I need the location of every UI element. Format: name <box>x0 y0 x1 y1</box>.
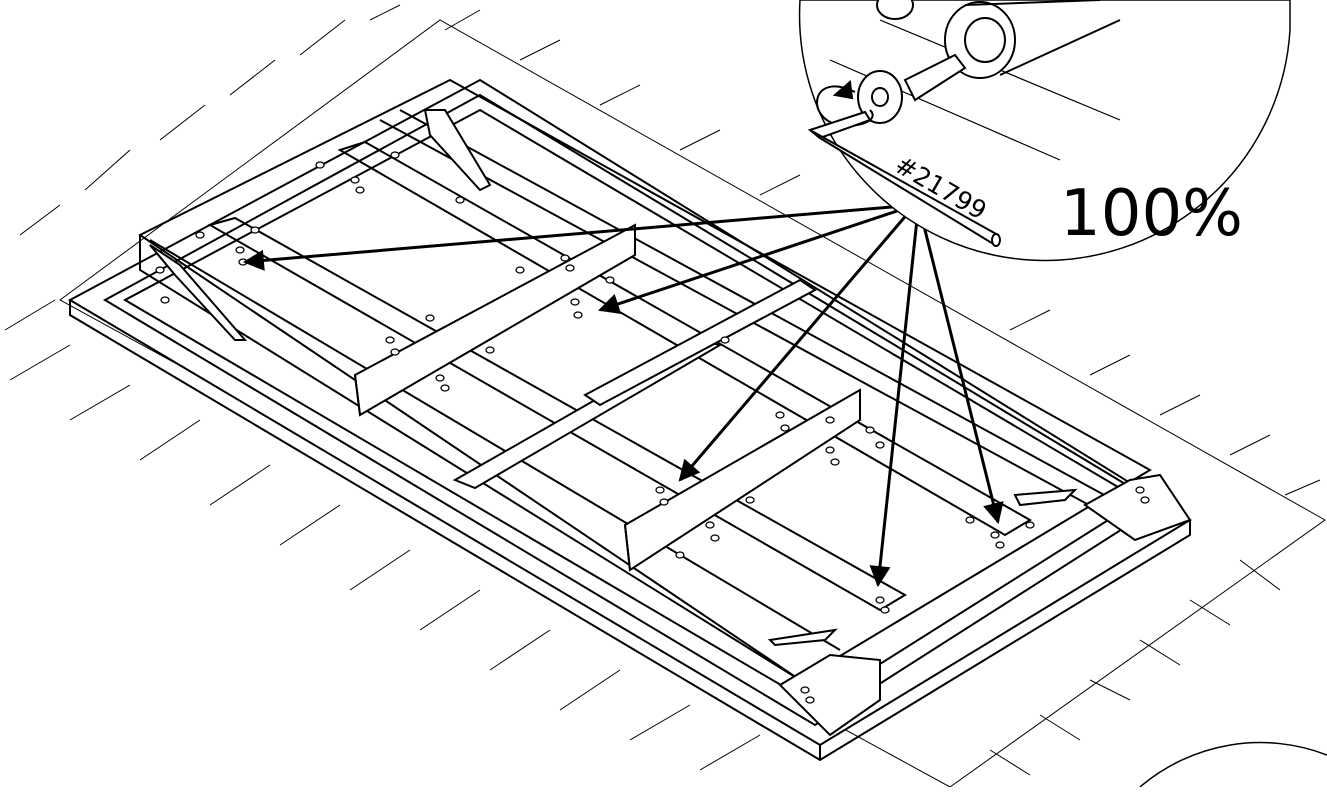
hatch-line <box>209 464 271 506</box>
hatch-line <box>1239 559 1281 591</box>
hatch-line <box>699 734 761 771</box>
screw-hole <box>745 496 755 504</box>
screw-hole <box>195 231 205 239</box>
hatch-line <box>19 204 61 236</box>
hatch-line <box>1159 394 1201 416</box>
floor-hatch-lines <box>4 4 1321 776</box>
hatch-line <box>679 129 721 151</box>
screw-hole <box>865 426 875 434</box>
hatch-line <box>1189 599 1231 626</box>
screw-hole <box>675 551 685 559</box>
next-detail-circle-edge <box>1139 741 1327 788</box>
hatch-line <box>229 59 276 96</box>
screw-hole <box>570 298 580 306</box>
screw-hole <box>385 336 395 344</box>
screw-hole <box>425 314 435 322</box>
screw-icon <box>857 53 967 124</box>
screw-hole <box>435 374 445 382</box>
screw-hole <box>800 686 810 694</box>
corner-brackets <box>149 109 1192 737</box>
hatch-line <box>279 504 341 546</box>
hatch-line <box>629 704 691 741</box>
allen-key-icon <box>807 110 1001 247</box>
screw-hole <box>875 441 885 449</box>
screw-holes <box>155 151 1150 704</box>
screw-hole <box>573 311 583 319</box>
screw-hole <box>965 516 975 524</box>
screw-hole <box>875 596 885 604</box>
screw-hole <box>390 151 400 159</box>
cross-bars <box>353 223 861 572</box>
hatch-line <box>139 419 201 461</box>
hatch-line <box>1139 639 1181 666</box>
screw-hole <box>390 348 400 356</box>
hatch-line <box>159 104 206 141</box>
screw-hole <box>995 541 1005 549</box>
screw-hole <box>605 276 615 284</box>
hatch-line <box>69 384 131 421</box>
screw-hole <box>1025 521 1035 529</box>
screw-hole <box>710 534 720 542</box>
screw-hole <box>440 384 450 392</box>
screw-hole <box>720 336 730 344</box>
hatch-line <box>1229 434 1271 456</box>
screw-hole <box>705 521 715 529</box>
hatch-line <box>989 749 1031 776</box>
hatch-line <box>84 149 131 191</box>
screw-hole <box>990 531 1000 539</box>
screw-hole <box>455 196 465 204</box>
hatch-line <box>444 9 481 31</box>
screw-hole <box>560 254 570 262</box>
barrel-nut-icon <box>876 0 1121 79</box>
hatch-line <box>759 174 801 196</box>
screw-hole <box>659 498 669 506</box>
hatch-line <box>9 344 71 381</box>
screw-hole <box>805 696 815 704</box>
hatch-line <box>1089 679 1131 701</box>
screw-hole <box>775 411 785 419</box>
hatch-line <box>519 39 561 61</box>
screw-hole <box>355 186 365 194</box>
screw-hole <box>155 266 165 274</box>
hatch-line <box>1089 354 1131 376</box>
screw-hole <box>160 296 170 304</box>
screw-hole <box>830 458 840 466</box>
hatch-line <box>4 299 56 331</box>
scale-label: 100% <box>1060 177 1243 251</box>
screw-hole <box>880 606 890 614</box>
screw-hole <box>1135 486 1145 494</box>
pointer-arrows <box>242 203 1004 588</box>
hatch-line <box>559 669 621 711</box>
hatch-line <box>599 84 641 106</box>
screw-hole <box>1140 496 1150 504</box>
screw-hole <box>485 346 495 354</box>
hatch-line <box>369 4 401 21</box>
screw-hole <box>515 266 525 274</box>
hatch-line <box>419 589 481 631</box>
hatch-line <box>349 549 411 591</box>
screw-hole <box>655 486 665 494</box>
screw-hole <box>235 246 245 254</box>
screw-hole <box>250 226 260 234</box>
screw-hole <box>825 416 835 424</box>
side-beams <box>139 109 1151 700</box>
hatch-line <box>489 629 551 671</box>
screw-hole <box>825 446 835 454</box>
screw-hole <box>315 161 325 169</box>
hatch-line <box>1009 309 1051 331</box>
screw-hole <box>780 424 790 432</box>
screw-hole <box>565 264 575 272</box>
hatch-line <box>1284 479 1321 496</box>
hatch-line <box>1039 714 1081 741</box>
hatch-line <box>299 19 346 56</box>
screw-hole <box>350 176 360 184</box>
